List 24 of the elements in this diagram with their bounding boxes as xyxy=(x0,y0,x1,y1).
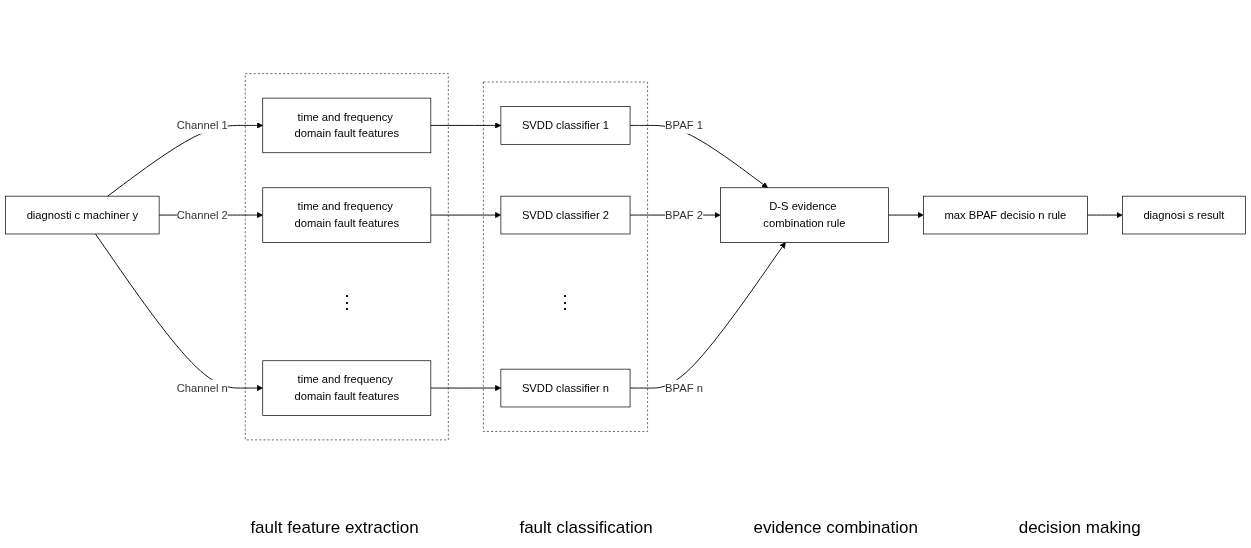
stage-label: evidence combination xyxy=(753,518,918,538)
node-text: ⋮ xyxy=(337,290,356,312)
edge-label: Channel 2 xyxy=(176,209,228,221)
edge-label: BPAF 2 xyxy=(665,209,703,221)
node-box: SVDD classifier 1 xyxy=(500,106,631,145)
node-box: time and frequency domain fault features xyxy=(262,187,432,243)
node-box: SVDD classifier 2 xyxy=(500,196,631,235)
node-box: D-S evidence combination rule xyxy=(720,187,889,243)
cluster xyxy=(244,73,449,441)
node-box: diagnosti c machiner y xyxy=(5,196,160,235)
stage-label: fault feature extraction xyxy=(250,518,419,538)
node-box: time and frequency domain fault features xyxy=(262,360,432,416)
edge-label: BPAF 1 xyxy=(665,119,703,132)
node-box: time and frequency domain fault features xyxy=(262,98,432,154)
node-text: ⋮ xyxy=(556,290,575,312)
node-box: max BPAF decisio n rule xyxy=(923,196,1088,235)
edge-label: Channel n xyxy=(176,382,228,394)
stage-label: fault classification xyxy=(519,518,653,538)
edge-label: Channel 1 xyxy=(176,119,228,132)
edge-label: BPAF n xyxy=(665,382,703,394)
node-box: SVDD classifier n xyxy=(500,369,631,408)
cluster xyxy=(483,81,648,433)
stage-label: decision making xyxy=(1018,518,1141,538)
node-box: diagnosi s result xyxy=(1122,196,1246,235)
